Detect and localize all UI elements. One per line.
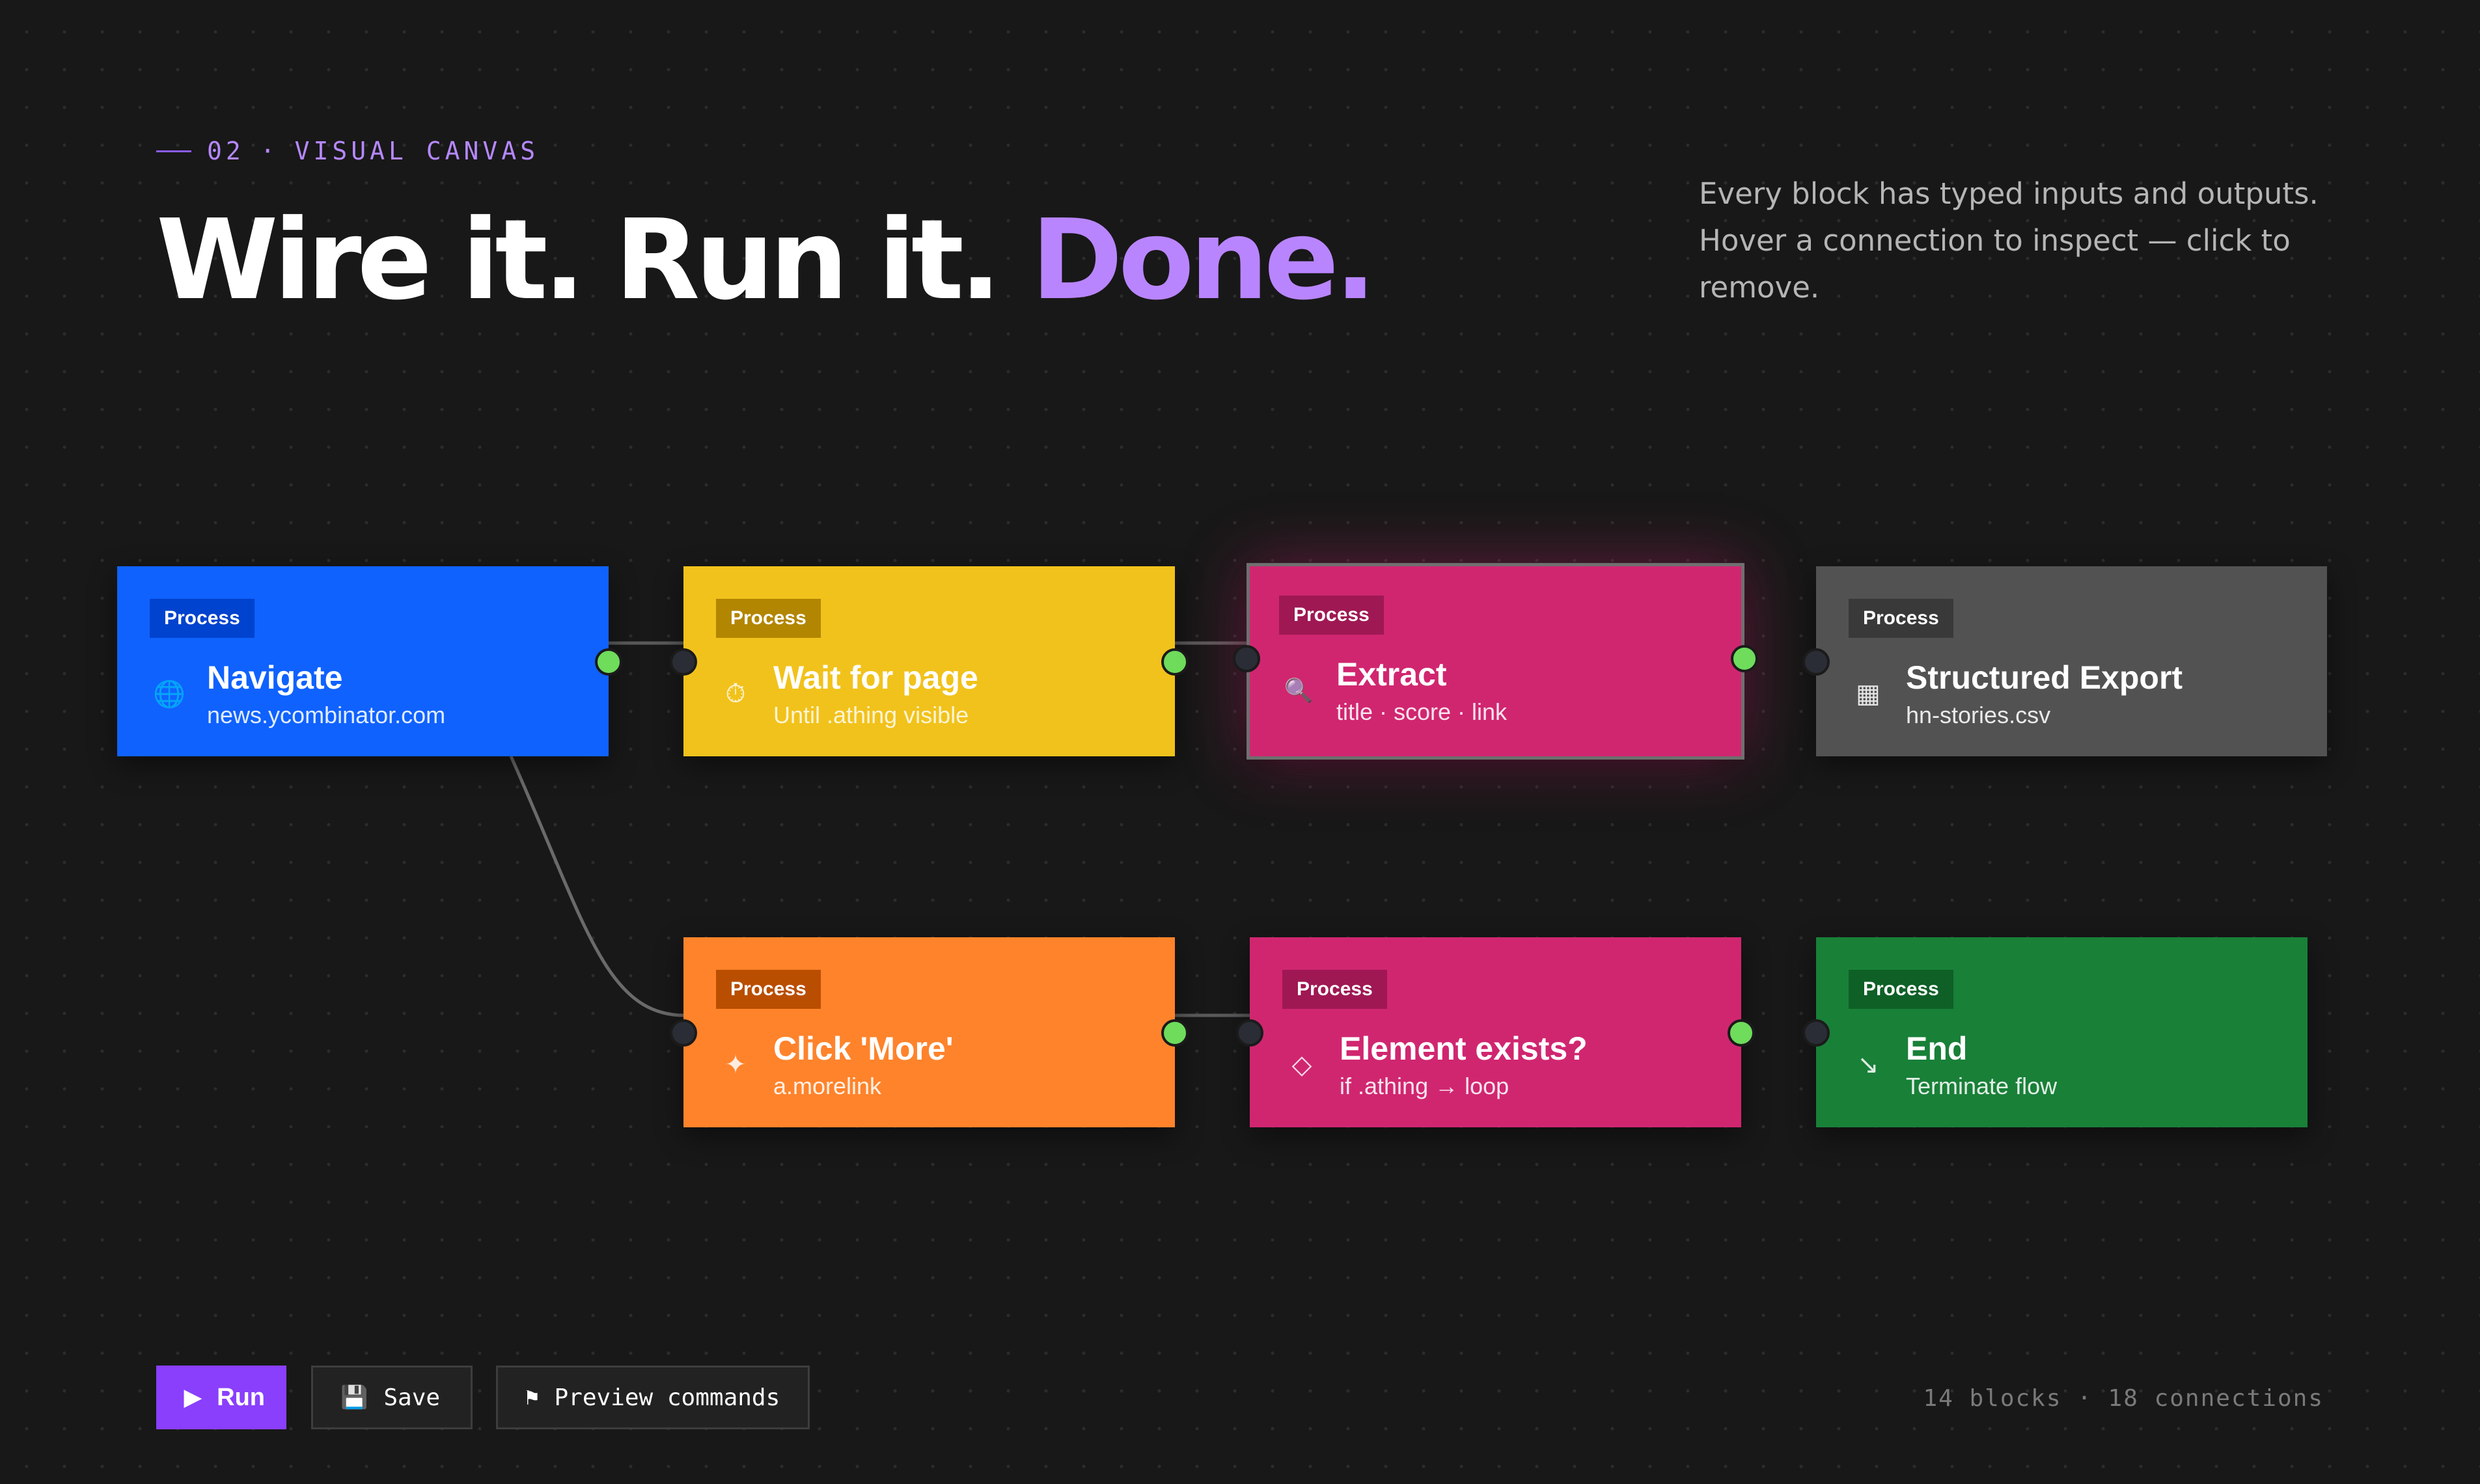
output-port[interactable] [1728, 1019, 1755, 1047]
page-title: Wire it. Run it. Done. [156, 195, 1377, 325]
node-title: Navigate [207, 659, 343, 696]
eyebrow-rule [156, 150, 191, 152]
node-title: Extract [1336, 656, 1447, 693]
node-subtitle: a.morelink [773, 1073, 882, 1099]
preview-commands-label: Preview commands [554, 1384, 780, 1411]
node-extract[interactable]: Process 🔍 Extract title · score · link [1233, 563, 1758, 760]
preview-commands-button[interactable]: ⚑ Preview commands [496, 1366, 810, 1429]
run-button[interactable]: ▶ Run [156, 1366, 286, 1429]
input-port[interactable] [1802, 1019, 1830, 1047]
diamond-icon: ◇ [1291, 1050, 1312, 1080]
node-type-tag: Process [1849, 970, 1953, 1009]
section-label: VISUAL CANVAS [294, 137, 540, 165]
node-structured-export[interactable]: Process ▦ Structured Export hn-stories.c… [1802, 566, 2327, 756]
node-subtitle: if .athing → loop [1340, 1073, 1509, 1099]
output-port[interactable] [1161, 1019, 1189, 1047]
output-port[interactable] [1161, 648, 1189, 676]
run-button-label: Run [217, 1383, 266, 1411]
node-title: Structured Export [1906, 659, 2183, 696]
save-button-label: Save [383, 1384, 441, 1411]
canvas-stats: 14 blocks · 18 connections [1923, 1385, 2324, 1412]
section-description: Every block has typed inputs and outputs… [1699, 176, 2319, 305]
connection-navigate-click-more[interactable] [509, 755, 685, 1017]
headline-accent: Done. [1030, 196, 1377, 325]
node-type-tag: Process [150, 599, 255, 638]
node-type-tag: Process [716, 599, 821, 638]
node-type-tag: Process [1279, 596, 1384, 635]
node-element-exists[interactable]: Process ◇ Element exists? if .athing → l… [1236, 937, 1755, 1127]
grid-icon: ▦ [1856, 679, 1881, 709]
input-port[interactable] [1233, 645, 1260, 672]
node-click-more[interactable]: Process ✦ Click 'More' a.morelink [670, 937, 1189, 1127]
output-port[interactable] [595, 648, 622, 676]
node-title: End [1906, 1030, 1968, 1067]
input-port[interactable] [670, 1019, 697, 1047]
sparkle-icon: ✦ [724, 1050, 747, 1080]
globe-icon: 🌐 [153, 679, 186, 709]
input-port[interactable] [1802, 648, 1830, 676]
magnifier-icon: 🔍 [1284, 678, 1314, 704]
node-navigate[interactable]: Process 🌐 Navigate news.ycombinator.com [117, 566, 622, 756]
eyebrow-separator: · [260, 137, 279, 165]
timer-icon: ⏱ [725, 679, 746, 709]
input-port[interactable] [670, 648, 697, 676]
node-type-tag: Process [1282, 970, 1387, 1009]
arrow-down-right-icon: ↘ [1857, 1050, 1879, 1080]
node-wait-for-page[interactable]: Process ⏱ Wait for page Until .athing vi… [670, 566, 1189, 756]
node-subtitle: Until .athing visible [773, 702, 969, 728]
play-icon: ▶ [184, 1385, 202, 1410]
node-type-tag: Process [716, 970, 821, 1009]
floppy-disk-icon: 💾 [340, 1384, 368, 1410]
node-title: Element exists? [1340, 1030, 1588, 1067]
node-subtitle: title · score · link [1336, 698, 1508, 725]
output-port[interactable] [1731, 645, 1758, 672]
node-type-tag: Process [1849, 599, 1953, 638]
node-end[interactable]: Process ↘ End Terminate flow [1802, 937, 2308, 1127]
section-eyebrow: 02 · VISUAL CANVAS [156, 137, 539, 165]
node-subtitle: news.ycombinator.com [207, 702, 446, 728]
headline-main: Wire it. Run it. [156, 196, 1002, 325]
node-title: Wait for page [773, 659, 978, 696]
node-subtitle: hn-stories.csv [1906, 702, 2051, 728]
node-title: Click 'More' [773, 1030, 954, 1067]
flag-icon: ⚑ [525, 1384, 539, 1410]
section-number: 02 [207, 137, 245, 165]
node-subtitle: Terminate flow [1906, 1073, 2058, 1099]
input-port[interactable] [1236, 1019, 1263, 1047]
save-button[interactable]: 💾 Save [311, 1366, 473, 1429]
